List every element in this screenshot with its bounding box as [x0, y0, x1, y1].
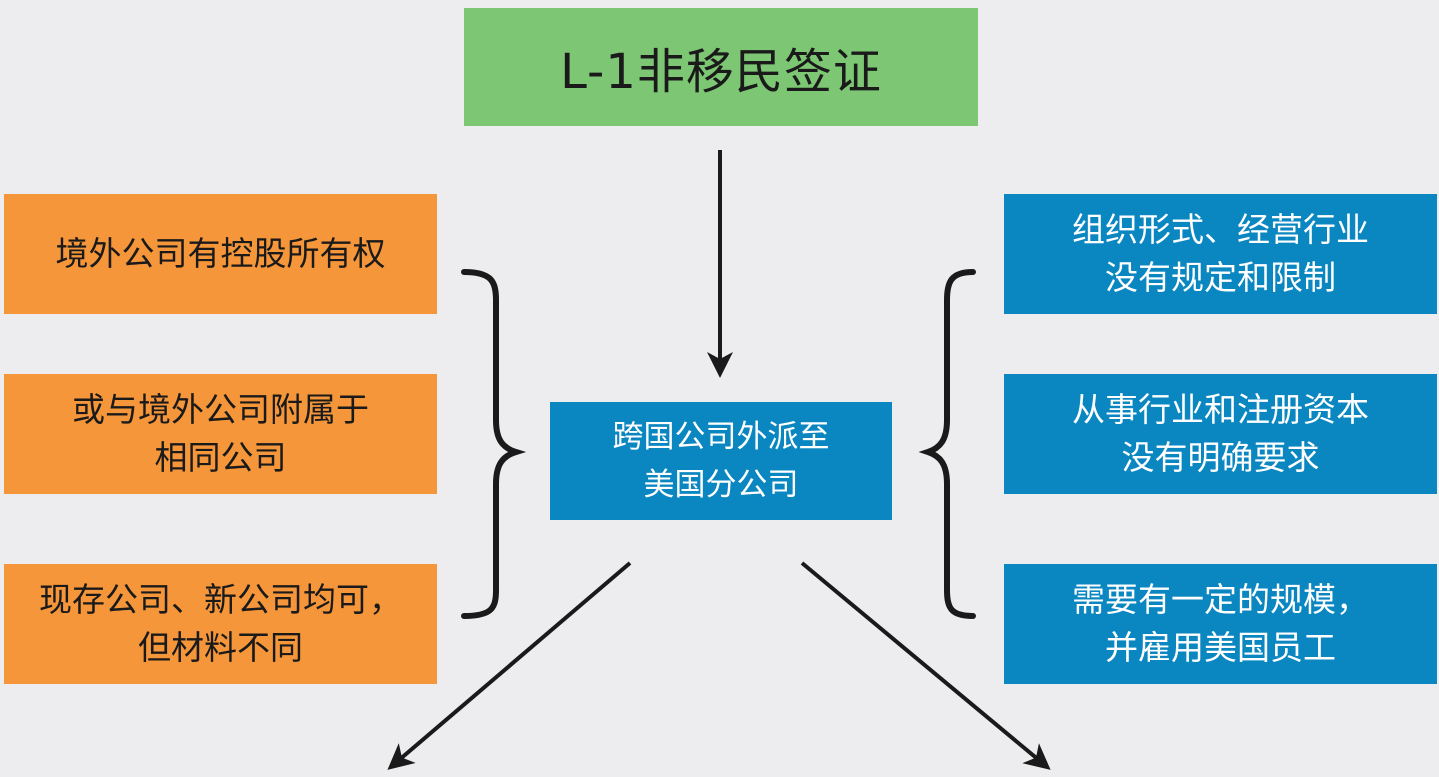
- left-box-1: 境外公司有控股所有权: [4, 194, 437, 314]
- right-box-1-line-2: 没有规定和限制: [1105, 258, 1336, 297]
- right-box-2: 从事行业和注册资本 没有明确要求: [1004, 374, 1437, 494]
- center-box-line-2: 美国分公司: [643, 467, 799, 503]
- right-box-3: 需要有一定的规模， 并雇用美国员工: [1004, 564, 1437, 684]
- left-box-2: 或与境外公司附属于 相同公司: [4, 374, 437, 494]
- left-brace: [461, 269, 527, 619]
- left-box-3-line-2: 但材料不同: [138, 628, 303, 667]
- left-box-2-line-2: 相同公司: [154, 438, 287, 477]
- right-box-3-line-2: 并雇用美国员工: [1105, 628, 1336, 667]
- left-box-3-line-1: 现存公司、新公司均可，: [39, 580, 402, 619]
- center-box-line-1: 跨国公司外派至: [612, 419, 830, 455]
- left-box-1-line-1: 境外公司有控股所有权: [55, 234, 386, 273]
- left-box-3: 现存公司、新公司均可， 但材料不同: [4, 564, 437, 684]
- title-box: L-1非移民签证: [464, 8, 978, 126]
- right-box-2-line-2: 没有明确要求: [1121, 438, 1320, 477]
- right-box-3-line-1: 需要有一定的规模，: [1072, 580, 1369, 619]
- center-to-bottom-right-arrow: [800, 561, 1051, 770]
- center-box: 跨国公司外派至 美国分公司: [550, 402, 892, 520]
- right-box-1: 组织形式、经营行业 没有规定和限制: [1004, 194, 1437, 314]
- title-text: L-1非移民签证: [560, 44, 882, 100]
- center-to-bottom-left-arrow: [387, 561, 632, 770]
- right-box-2-line-1: 从事行业和注册资本: [1072, 390, 1369, 429]
- left-box-2-line-1: 或与境外公司附属于: [72, 390, 369, 429]
- right-box-1-line-1: 组织形式、经营行业: [1072, 210, 1369, 249]
- right-brace: [918, 269, 976, 619]
